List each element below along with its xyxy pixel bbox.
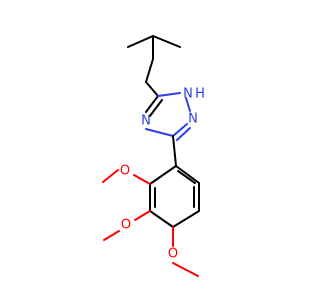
- molecule-structure: N N H N O O O: [102, 35, 205, 277]
- nitrogen-ring-left-label: N: [141, 114, 151, 129]
- bond-n1-c3: [145, 128, 174, 137]
- bond-aromatic-top: [177, 170, 196, 184]
- bond-n2-nh: [185, 97, 191, 112]
- oxygen-ortho-label: O: [120, 164, 130, 179]
- bond-ring-c6-c1: [175, 165, 200, 184]
- bond-ortho-oxygen: [133, 174, 151, 185]
- bond-c3-n2-double-b: [176, 127, 191, 141]
- bond-chain-down: [145, 58, 154, 83]
- bond-nh-c5: [157, 92, 181, 97]
- bond-c5-n1-double-b: [149, 99, 163, 117]
- bond-ortho-methyl: [102, 169, 119, 183]
- hydrogen-label: H: [195, 87, 205, 102]
- bond-c5-n1-double-a: [145, 95, 159, 113]
- bond-meta-methyl: [103, 230, 120, 241]
- bond-ring-c3-c4: [149, 210, 174, 228]
- bond-meta-oxygen: [134, 210, 151, 221]
- bond-ring-c4-c5: [172, 210, 200, 228]
- bond-ring-c1-c2: [149, 165, 177, 185]
- bond-para-methyl: [172, 262, 199, 277]
- nitrogen-ring-right-label: N: [188, 112, 198, 127]
- bond-chain-ring: [145, 81, 159, 97]
- oxygen-meta-label: O: [121, 218, 131, 233]
- bond-c3-n2-double-a: [172, 123, 188, 137]
- nitrogen-nh-label: N: [183, 87, 193, 102]
- bond-triazole-phenyl: [172, 135, 177, 167]
- bond-methyl-left: [127, 35, 154, 48]
- oxygen-para-label: O: [168, 247, 178, 262]
- bond-methyl-right: [152, 35, 181, 48]
- molecule-canvas: N N H N O O O: [102, 35, 205, 277]
